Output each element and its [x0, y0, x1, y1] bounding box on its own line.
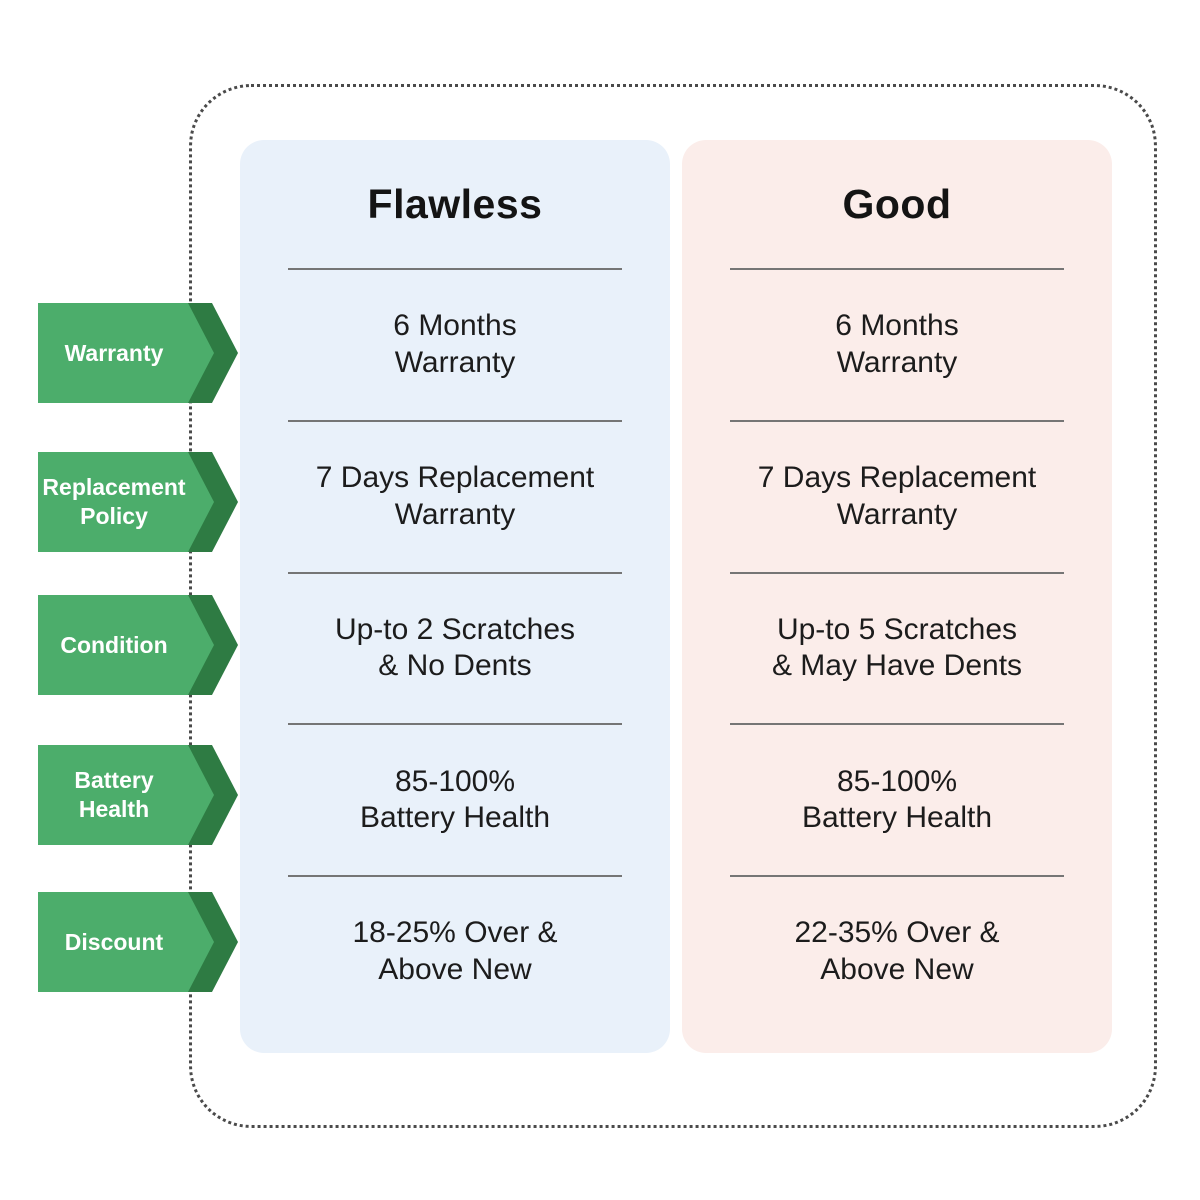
- cell-good-condition: Up-to 5 Scratches & May Have Dents: [771, 612, 1023, 683]
- row-divider: [730, 723, 1064, 726]
- row-divider: [288, 571, 622, 574]
- column-card-flawless: Flawless 6 Months Warranty 7 Days Replac…: [240, 140, 670, 1053]
- arrow-label: Discount: [38, 892, 214, 992]
- row-divider: [730, 268, 1064, 270]
- row-label-arrow-condition: Condition: [38, 595, 238, 695]
- cell-flawless-replacement: 7 Days Replacement Warranty: [315, 461, 595, 531]
- row-divider: [730, 419, 1064, 422]
- row-label-arrow-replacement-policy: Replacement Policy: [38, 452, 238, 552]
- cell-good-warranty: 6 Months Warranty: [835, 309, 959, 379]
- row-label-arrow-battery-health: Battery Health: [38, 745, 238, 845]
- arrow-label: Warranty: [38, 303, 214, 403]
- arrow-label: Condition: [38, 595, 214, 695]
- cell-good-replacement: 7 Days Replacement Warranty: [757, 461, 1037, 531]
- cell-good-discount: 22-35% Over & Above New: [794, 916, 1000, 987]
- row-divider: [288, 875, 622, 878]
- row-divider: [730, 571, 1064, 574]
- row-label-arrow-discount: Discount: [38, 892, 238, 992]
- cell-flawless-warranty: 6 Months Warranty: [393, 309, 517, 379]
- row-divider: [288, 723, 622, 726]
- row-divider: [730, 875, 1064, 878]
- row-label-arrow-warranty: Warranty: [38, 303, 238, 403]
- cell-flawless-discount: 18-25% Over & Above New: [352, 916, 558, 987]
- arrow-label: Replacement Policy: [38, 452, 214, 552]
- row-divider: [288, 419, 622, 422]
- column-card-good: Good 6 Months Warranty 7 Days Replacemen…: [682, 140, 1112, 1053]
- cell-flawless-battery: 85-100% Battery Health: [359, 764, 551, 835]
- column-title-flawless: Flawless: [367, 180, 543, 227]
- cell-good-battery: 85-100% Battery Health: [801, 764, 993, 835]
- cell-flawless-condition: Up-to 2 Scratches & No Dents: [334, 612, 576, 683]
- column-title-good: Good: [842, 180, 952, 227]
- row-divider: [288, 268, 622, 270]
- arrow-label: Battery Health: [38, 745, 214, 845]
